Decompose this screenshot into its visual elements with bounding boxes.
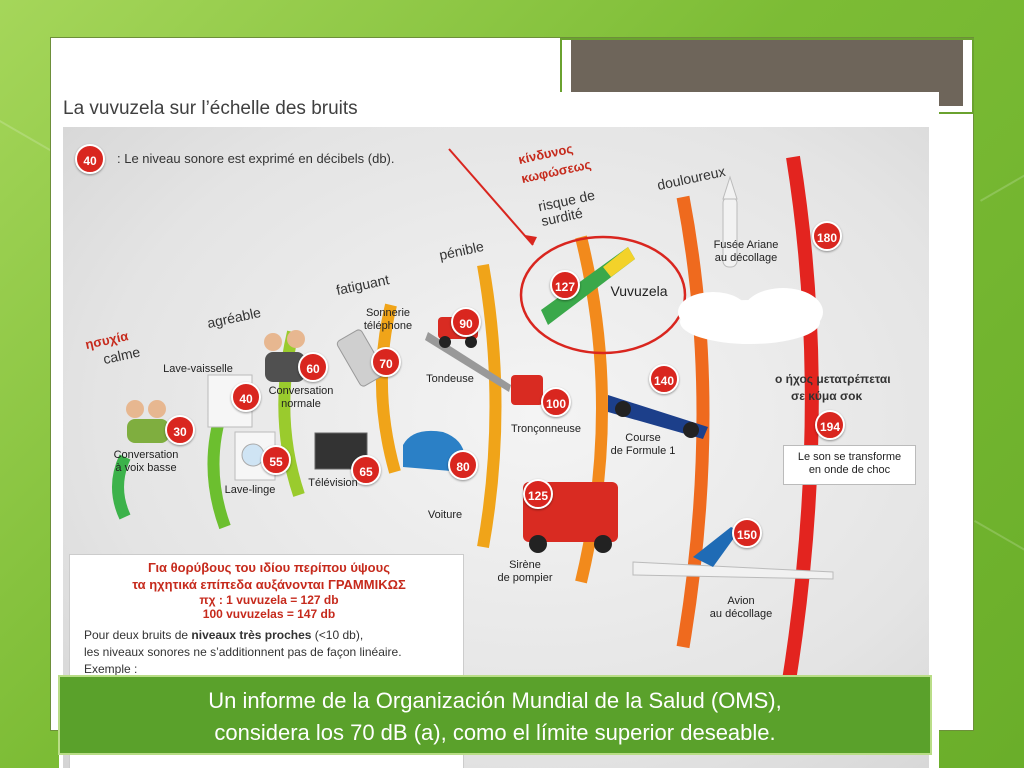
arc-fatiguant [278, 330, 305, 497]
plane-shape [632, 561, 834, 580]
badge-formule1: 140 [649, 364, 679, 394]
person-head [264, 333, 282, 351]
caption-box: Un informe de la Organización Mundial de… [58, 675, 932, 755]
badge-lave-vaisselle: 40 [231, 382, 261, 412]
figure-panel: 40 : Le niveau sonore est exprimé en déc… [63, 127, 929, 768]
badge-lave-linge: 55 [261, 445, 291, 475]
badge-vuvuzela: 127 [550, 270, 580, 300]
badge-sonnerie: 70 [371, 347, 401, 377]
label-lave-linge: Lave-linge [224, 484, 276, 496]
people-body [265, 352, 305, 382]
mower-wheel [465, 336, 477, 348]
arc-douloureux [676, 195, 710, 649]
label-tondeuse: Tondeuse [426, 373, 474, 385]
f1-wheel [683, 422, 699, 438]
arc-fatiguant-2 [375, 303, 401, 474]
vuvuzela-circle [519, 235, 687, 355]
badge-tondeuse: 90 [451, 307, 481, 337]
f1-car [608, 395, 708, 439]
annotation-arrow-head [525, 235, 537, 245]
person-head [126, 400, 144, 418]
vuvuzela-stripe [603, 247, 635, 277]
badge-conversation-basse: 30 [165, 415, 195, 445]
chainsaw-shape [511, 375, 543, 405]
greek-shock-line1: ο ήχος μετατρέπεται [775, 372, 891, 386]
label-vuvuzela: Vuvuzela [610, 283, 668, 299]
badge-fusee: 180 [812, 221, 842, 251]
note-french-text: Pour deux bruits de niveaux très proches… [84, 628, 402, 676]
figure-title: La vuvuzela sur l’échelle des bruits [63, 98, 358, 119]
label-voiture: Voiture [427, 509, 463, 521]
badge-avion: 150 [732, 518, 762, 548]
cloud-shape [678, 292, 748, 332]
badge-conversation-normale: 60 [298, 352, 328, 382]
legend-text: : Le niveau sonore est exprimé en décibe… [117, 151, 395, 166]
f1-wheel [615, 401, 631, 417]
arc-calme [112, 454, 131, 520]
noise-scale-figure: La vuvuzela sur l’échelle des bruits [59, 92, 939, 768]
label-tronconneuse: Tronçonneuse [511, 423, 581, 435]
plane-tail [693, 527, 739, 567]
greek-shock-line2: σε κύμα σοκ [791, 389, 863, 403]
badge-sirene: 125 [523, 479, 553, 509]
badge-tronconneuse: 100 [541, 387, 571, 417]
arc-max [781, 155, 819, 689]
fire-truck-wheel [529, 535, 547, 553]
person-head [287, 330, 305, 348]
legend-badge: 40 [75, 144, 105, 174]
badge-onde-choc: 194 [815, 410, 845, 440]
arc-penible [477, 263, 502, 549]
caption-line-1: Un informe de la Organización Mundial de… [208, 688, 782, 713]
label-television: Télévision [308, 477, 358, 489]
cloud-shape [743, 288, 823, 336]
people-body [127, 419, 169, 443]
annotation-arrow [448, 148, 534, 246]
caption-line-2: considera los 70 dB (a), como el límite … [214, 720, 776, 745]
fire-truck-wheel [594, 535, 612, 553]
badge-television: 65 [351, 455, 381, 485]
person-head [148, 400, 166, 418]
phone-shape [336, 329, 386, 387]
badge-voiture: 80 [448, 450, 478, 480]
rocket-tip [722, 175, 738, 200]
label-lave-vaisselle: Lave-vaisselle [163, 363, 233, 375]
mower-wheel [439, 336, 451, 348]
